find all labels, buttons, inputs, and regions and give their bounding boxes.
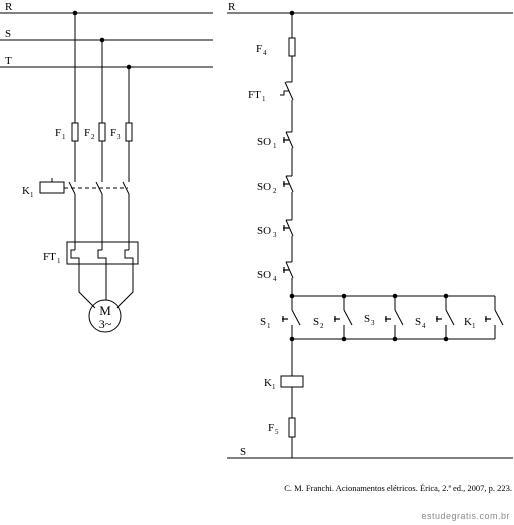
k1-seal-letter: K — [464, 316, 472, 328]
fuse-f4-index: 4 — [263, 49, 267, 57]
so1-letter: SO — [257, 136, 271, 148]
s2-index: 2 — [320, 322, 324, 330]
start-s3 — [394, 309, 404, 326]
stop-so1 — [285, 131, 294, 149]
fuse-f1 — [71, 122, 79, 142]
stop-so2 — [285, 175, 294, 193]
fuse-f5-index: 5 — [275, 428, 279, 436]
power-circuit: R S T F 1 F 2 F 3 K 1 — [0, 1, 213, 333]
k1-coil-letter: K — [264, 377, 272, 389]
so2-letter: SO — [257, 181, 271, 193]
so3-letter: SO — [257, 225, 271, 237]
fuse-f2 — [98, 122, 106, 142]
so4-letter: SO — [257, 269, 271, 281]
s4-index: 4 — [422, 322, 426, 330]
control-bus-bottom-label: S — [240, 446, 246, 458]
fuse-f4-letter: F — [256, 43, 262, 55]
ft1-label-letter: FT — [43, 251, 56, 263]
motor — [88, 299, 122, 333]
start-s4 — [445, 309, 455, 326]
so2-index: 2 — [273, 187, 277, 195]
ft1-contact-letter: FT — [248, 89, 261, 101]
watermark: estudegratis.com.br — [421, 511, 510, 521]
fuse-f2-index: 2 — [91, 133, 95, 141]
fuse-f4 — [288, 37, 296, 57]
ft1-contact-index: 1 — [262, 95, 266, 103]
so4-index: 4 — [273, 275, 277, 283]
s3-letter: S — [364, 313, 370, 325]
fuse-f3 — [125, 122, 133, 142]
stop-so3 — [285, 219, 294, 237]
fuse-f5-letter: F — [268, 422, 274, 434]
k1-contact-3 — [122, 181, 130, 195]
fuse-f1-index: 1 — [62, 133, 66, 141]
ft1-label-index: 1 — [57, 257, 61, 265]
motor-label-bottom: 3~ — [99, 317, 112, 331]
k1-coil-control — [280, 375, 304, 388]
k1-seal-in-contact — [494, 309, 504, 326]
overload-relay-ft1 — [66, 241, 139, 265]
motor-label-top: M — [99, 303, 111, 318]
control-bus-top-label: R — [228, 1, 236, 13]
k1-label-index: 1 — [30, 191, 34, 199]
start-s2 — [343, 309, 353, 326]
fuse-f2-letter: F — [84, 127, 90, 139]
fuse-f3-letter: F — [110, 127, 116, 139]
k1-coil-index: 1 — [272, 383, 276, 391]
so1-index: 1 — [273, 142, 277, 150]
k1-coil-power — [39, 181, 65, 194]
s2-letter: S — [313, 316, 319, 328]
k1-label-letter: K — [22, 185, 30, 197]
k1-seal-index: 1 — [472, 322, 476, 330]
s1-letter: S — [260, 316, 266, 328]
bus-t-label: T — [5, 55, 12, 67]
control-circuit: R S F 4 FT 1 SO 1 SO 2 SO — [227, 1, 513, 459]
s3-index: 3 — [371, 319, 375, 327]
so3-index: 3 — [273, 231, 277, 239]
s4-letter: S — [415, 316, 421, 328]
bus-r-label: R — [5, 1, 13, 13]
fuse-f1-letter: F — [55, 127, 61, 139]
s1-index: 1 — [267, 322, 271, 330]
start-s1 — [291, 309, 301, 326]
bus-s-label: S — [5, 28, 11, 40]
stop-so4 — [285, 261, 294, 279]
source-caption: C. M. Franchi. Acionamentos elétricos. É… — [284, 483, 512, 493]
fuse-f5 — [288, 417, 296, 438]
fuse-f3-index: 3 — [117, 133, 121, 141]
